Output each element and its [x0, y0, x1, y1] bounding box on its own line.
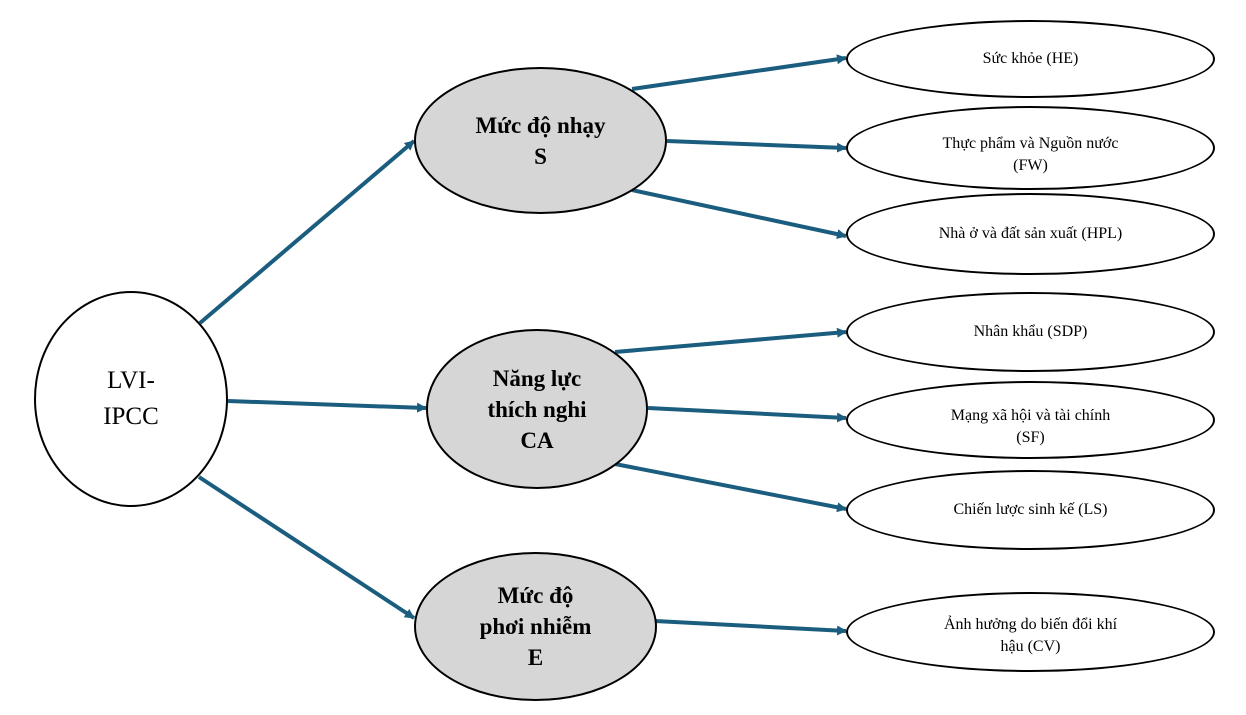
arrow-root-to-sensitivity	[198, 139, 416, 325]
category-node-sensitivity: Mức độ nhạy S	[414, 67, 667, 214]
category-label-line3: CA	[520, 427, 554, 453]
category-label-line1: Năng lực	[492, 365, 582, 391]
leaf-label-line1: Chiến lược sinh kế (LS)	[953, 501, 1108, 518]
leaf-node-fw: Thực phẩm và Nguồn nước (FW)	[846, 106, 1215, 190]
category-label-line2: thích nghi	[487, 396, 587, 422]
leaf-node-sf: Mạng xã hội và tài chính (SF)	[846, 381, 1215, 459]
root-label-line1: LVI-	[107, 367, 155, 394]
arrow-root-to-adaptive-capacity	[227, 399, 427, 413]
arrow-adaptive-to-sdp	[614, 327, 847, 354]
leaf-node-ls: Chiến lược sinh kế (LS)	[846, 470, 1215, 550]
leaf-label-line1: Sức khỏe (HE)	[982, 50, 1079, 67]
arrow-adaptive-to-sf	[647, 406, 847, 423]
category-label-line2: phơi nhiễm	[479, 614, 592, 639]
category-label-line1: Mức độ nhạy	[475, 112, 606, 138]
leaf-label-line1: Ảnh hưởng do biến đổi khí	[943, 616, 1118, 633]
category-label-line1: Mức độ	[497, 583, 574, 608]
root-node-lvi-ipcc: LVI- IPCC	[34, 291, 228, 507]
leaf-node-hpl: Nhà ở và đất sản xuất (HPL)	[846, 193, 1215, 275]
leaf-node-he: Sức khỏe (HE)	[846, 20, 1215, 98]
category-label-line2: S	[534, 143, 547, 169]
arrow-adaptive-to-ls	[614, 462, 847, 513]
arrow-sensitivity-to-hpl	[631, 188, 847, 239]
leaf-node-sdp: Nhân khẩu (SDP)	[846, 292, 1215, 372]
leaf-label-line2: (SF)	[1016, 429, 1045, 446]
category-node-exposure: Mức độ phơi nhiễm E	[414, 552, 657, 701]
leaf-label-line2: hậu (CV)	[1000, 638, 1061, 655]
leaf-label-line1: Nhân khẩu (SDP)	[973, 323, 1088, 340]
arrow-root-to-exposure	[197, 475, 416, 620]
leaf-label-line2: (FW)	[1013, 157, 1048, 174]
leaf-label-line1: Thực phẩm và Nguồn nước	[942, 135, 1119, 152]
leaf-node-cv: Ảnh hưởng do biến đổi khí hậu (CV)	[846, 592, 1215, 672]
leaf-label-line1: Mạng xã hội và tài chính	[950, 407, 1111, 424]
root-label-line2: IPCC	[103, 403, 159, 430]
category-node-adaptive-capacity: Năng lực thích nghi CA	[426, 329, 648, 489]
leaf-label-line1: Nhà ở và đất sản xuất (HPL)	[938, 225, 1123, 242]
arrow-sensitivity-to-he	[631, 54, 847, 91]
arrow-sensitivity-to-fw	[666, 139, 847, 153]
arrow-exposure-to-cv	[654, 619, 847, 636]
category-label-line3: E	[527, 645, 544, 670]
